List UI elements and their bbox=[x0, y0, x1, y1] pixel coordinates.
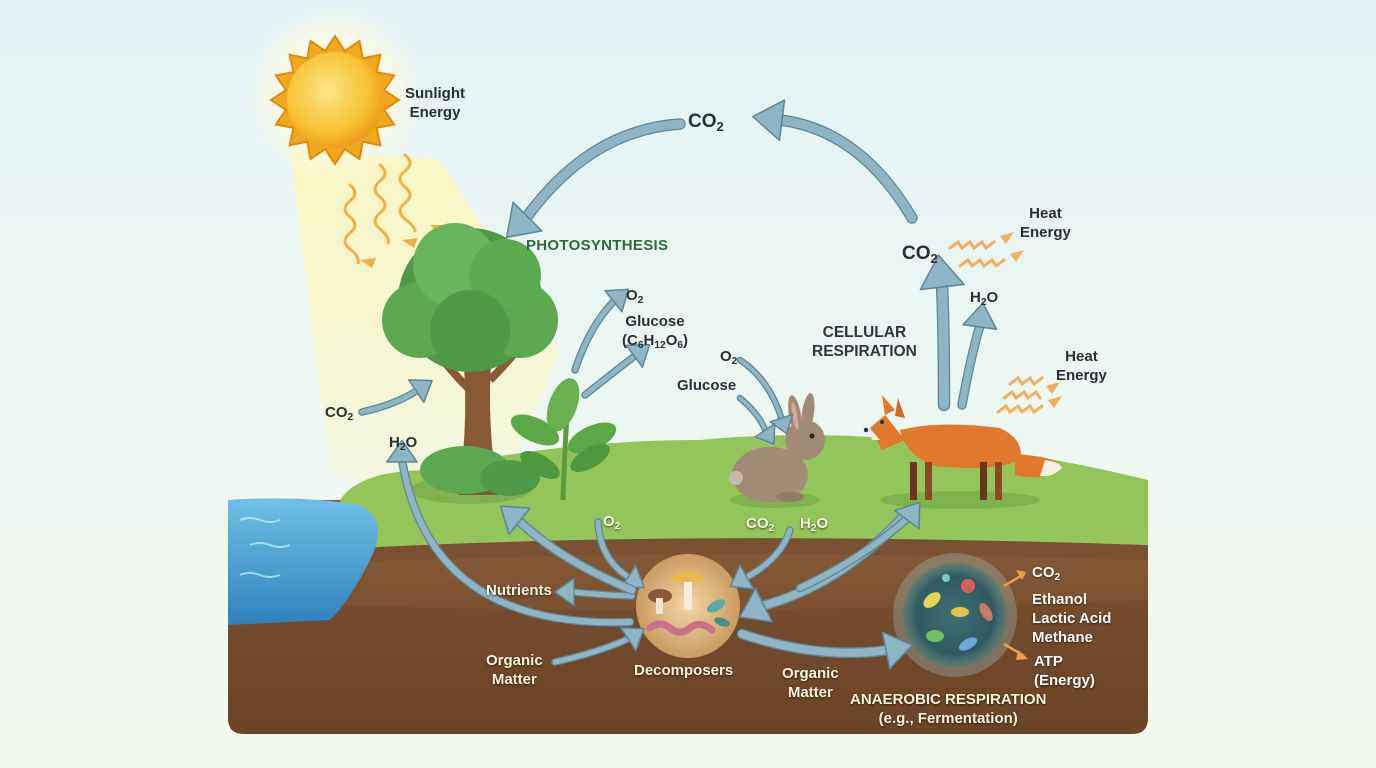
arrow-cycle-top-left bbox=[521, 119, 685, 223]
heat-arrows-top bbox=[948, 239, 1006, 269]
organic-matter-left-label: Organic Matter bbox=[486, 652, 543, 688]
arrowhead-co2-into-tree bbox=[408, 379, 433, 404]
sun-rays bbox=[343, 153, 417, 265]
arrowhead-fox-up-right bbox=[962, 302, 998, 330]
arrow-plant-to-glucose bbox=[582, 352, 639, 398]
decomposers-icon bbox=[636, 554, 740, 658]
arrow-co2-into-tree bbox=[359, 387, 421, 415]
anaerobic-respiration-label: ANAEROBIC RESPIRATION (e.g., Fermentatio… bbox=[850, 691, 1047, 727]
arrow-nutrients-arrow bbox=[569, 589, 635, 599]
arrow-fox-up-left bbox=[937, 280, 949, 410]
glucose-rabbit-label: Glucose bbox=[677, 377, 737, 394]
sunlight-energy-label: Sunlight Energy bbox=[405, 85, 465, 121]
arrow-fox-up-right bbox=[958, 321, 984, 409]
arrowhead-cycle-top-right bbox=[752, 99, 786, 142]
fermentation-products-list: Ethanol Lactic Acid Methane bbox=[1032, 590, 1111, 647]
arrow-cycle-top-right-outline bbox=[774, 114, 918, 224]
glucose-product-label: Glucose (C6H12O6) bbox=[622, 313, 689, 352]
h2o-tree-input-label: H2O bbox=[389, 434, 418, 454]
arrowhead-co2h2o-to-decomp bbox=[729, 564, 755, 590]
arrowhead-cycle-top-left bbox=[505, 201, 543, 239]
nutrients-label: Nutrients bbox=[486, 582, 552, 599]
co2-soil-label: CO2 bbox=[746, 515, 775, 535]
arrowhead-nutrients-arrow bbox=[554, 577, 575, 607]
sun-icon bbox=[245, 5, 425, 185]
arrowhead-plant-to-glucose bbox=[625, 344, 651, 368]
decomposers-label: Decomposers bbox=[634, 662, 734, 679]
heat-energy-mid-label: Heat Energy bbox=[1056, 348, 1107, 384]
o2-soil-label: O2 bbox=[603, 513, 621, 533]
o2-rabbit-label: O2 bbox=[720, 348, 738, 368]
arrow-o2-into-rabbit-outline bbox=[736, 356, 786, 424]
o2-plant-label: O2 bbox=[626, 287, 644, 307]
arrowhead-o2-into-rabbit bbox=[769, 413, 794, 435]
arrow-o2-to-decomp bbox=[595, 519, 633, 581]
plant-icon bbox=[510, 378, 617, 501]
co2-top-label: CO2 bbox=[688, 111, 724, 134]
arrowhead-organic-to-decomp bbox=[620, 627, 645, 652]
atp-energy-label: ATP (Energy) bbox=[1034, 653, 1095, 689]
arrowhead-fox-up-left bbox=[919, 254, 965, 291]
co2-fox-label: CO2 bbox=[902, 243, 938, 266]
arrow-decomp-to-anaer bbox=[738, 630, 892, 657]
arrowhead-decomp-to-anaer bbox=[881, 631, 914, 670]
organic-matter-right-label: Organic Matter bbox=[782, 665, 839, 701]
arrow-plant-to-o2 bbox=[572, 297, 618, 373]
methane-label: Methane bbox=[1032, 629, 1093, 646]
flow-arrows bbox=[358, 99, 998, 670]
arrow-cycle-top-left-outline bbox=[520, 118, 686, 224]
arrowhead-fox-to-decomp bbox=[739, 587, 773, 623]
heat-energy-top-label: Heat Energy bbox=[1020, 205, 1071, 241]
arrowhead-glucose-rabbit bbox=[754, 423, 776, 445]
water bbox=[228, 498, 378, 625]
photosynthesis-label: PHOTOSYNTHESIS bbox=[526, 237, 669, 254]
rabbit-icon bbox=[729, 393, 825, 508]
arrowhead-decomp-to-tree bbox=[499, 505, 531, 536]
arrow-h2o-root bbox=[399, 457, 633, 626]
arrowhead-decomp-to-fox bbox=[893, 501, 921, 530]
h2o-fox-label: H2O bbox=[970, 289, 999, 309]
cellular-respiration-label: CELLULAR RESPIRATION bbox=[812, 324, 917, 360]
tree-icon bbox=[382, 223, 558, 504]
lactic-acid-label: Lactic Acid bbox=[1032, 610, 1112, 627]
anaerobic-bacteria-icon bbox=[893, 553, 1017, 677]
co2-tree-input-label: CO2 bbox=[325, 404, 354, 424]
arrow-decomp-to-fox bbox=[797, 515, 911, 591]
arrow-co2h2o-to-decomp bbox=[742, 527, 793, 581]
arrowhead-plant-to-o2 bbox=[604, 288, 630, 313]
arrowhead-h2o-root bbox=[386, 439, 418, 463]
fox-icon bbox=[863, 395, 1062, 509]
arrow-organic-to-decomp bbox=[552, 635, 633, 665]
arrow-cycle-top-right bbox=[775, 115, 917, 223]
co2-anaerobic-label: CO2 bbox=[1032, 564, 1061, 584]
h2o-soil-label: H2O bbox=[800, 515, 829, 535]
arrow-glucose-rabbit bbox=[738, 396, 768, 434]
arrow-decomp-to-tree bbox=[514, 516, 636, 594]
heat-arrows-mid bbox=[996, 375, 1044, 415]
arrow-o2-into-rabbit bbox=[738, 358, 784, 422]
ethanol-label: Ethanol bbox=[1032, 591, 1087, 608]
